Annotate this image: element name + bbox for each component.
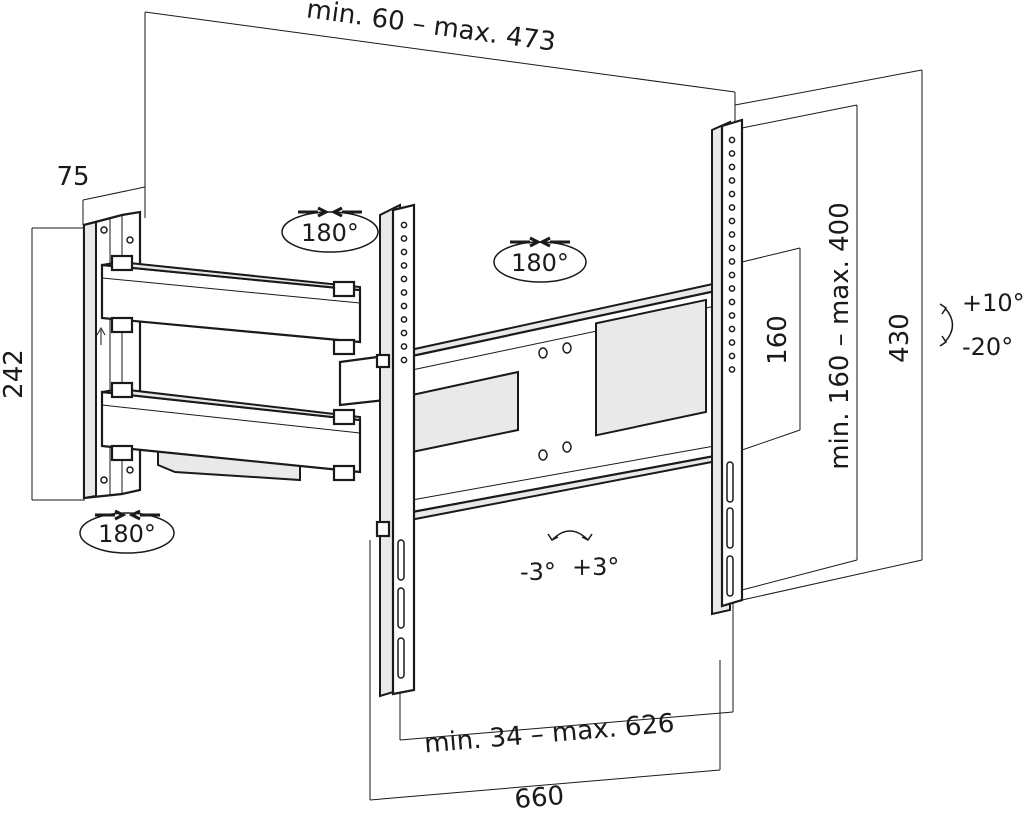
- articulating-arms: [100, 254, 387, 482]
- rail-hole: [728, 150, 736, 157]
- tv-bracket-crossbar: [409, 280, 723, 522]
- rail-hole: [728, 339, 736, 346]
- tilt-indicator: +10° -20°: [939, 289, 1024, 361]
- right-vertical-rail: [711, 118, 744, 616]
- rail-hole: [728, 285, 736, 292]
- dim-vesa-vertical: min. 160 – max. 400: [825, 202, 855, 470]
- rail-hole: [728, 271, 736, 279]
- rail-hole: [728, 325, 736, 333]
- tilt-down-label: -20°: [962, 333, 1013, 361]
- dim-wall-depth: 75: [56, 162, 89, 192]
- dim-vesa-horizontal: min. 34 – max. 626: [423, 709, 676, 760]
- level-right-label: +3°: [572, 553, 619, 581]
- rail-hole: [728, 244, 736, 252]
- dim-bracket-height: 430: [885, 313, 915, 363]
- left-vertical-rail: [375, 203, 416, 698]
- rotation-badge-arm: 180°: [281, 206, 379, 253]
- rail-hole: [728, 312, 736, 319]
- rail-hole: [728, 136, 736, 144]
- rail-hole: [400, 289, 408, 296]
- rotation-badge-wall: 180°: [79, 509, 175, 554]
- dim-top-width: min. 60 – max. 473: [305, 0, 558, 58]
- rotation-badge-bracket: 180°: [493, 236, 587, 283]
- rail-hole: [400, 302, 408, 310]
- rail-hole: [728, 204, 736, 211]
- dim-wall-height: 242: [0, 349, 29, 399]
- rail-hole: [728, 366, 736, 373]
- dimension-lines: [31, 11, 923, 801]
- rail-hole: [400, 221, 408, 229]
- rail-hole: [400, 316, 408, 323]
- rail-hole: [728, 190, 736, 198]
- rail-hole: [400, 262, 408, 269]
- rail-hole: [728, 352, 736, 360]
- rail-hole: [400, 235, 408, 242]
- rail-hole: [728, 163, 736, 171]
- rail-hole: [728, 231, 736, 238]
- rail-hole: [728, 258, 736, 265]
- level-indicator: -3° +3°: [520, 530, 619, 586]
- rail-hole: [728, 217, 736, 225]
- rail-hole: [728, 298, 736, 306]
- rail-hole: [400, 248, 408, 256]
- tilt-up-label: +10°: [962, 289, 1024, 317]
- rail-hole: [400, 275, 408, 283]
- dim-vesa-vertical-small: 160: [763, 315, 793, 365]
- rail-hole: [400, 343, 408, 350]
- rotation-label-wall: 180°: [98, 520, 156, 548]
- rail-hole: [400, 329, 408, 337]
- dim-total-width: 660: [513, 781, 565, 815]
- rail-hole: [400, 356, 408, 364]
- rotation-label-arm: 180°: [301, 219, 359, 247]
- rail-hole: [728, 177, 736, 184]
- rotation-label-bracket: 180°: [511, 249, 569, 277]
- level-left-label: -3°: [520, 558, 556, 586]
